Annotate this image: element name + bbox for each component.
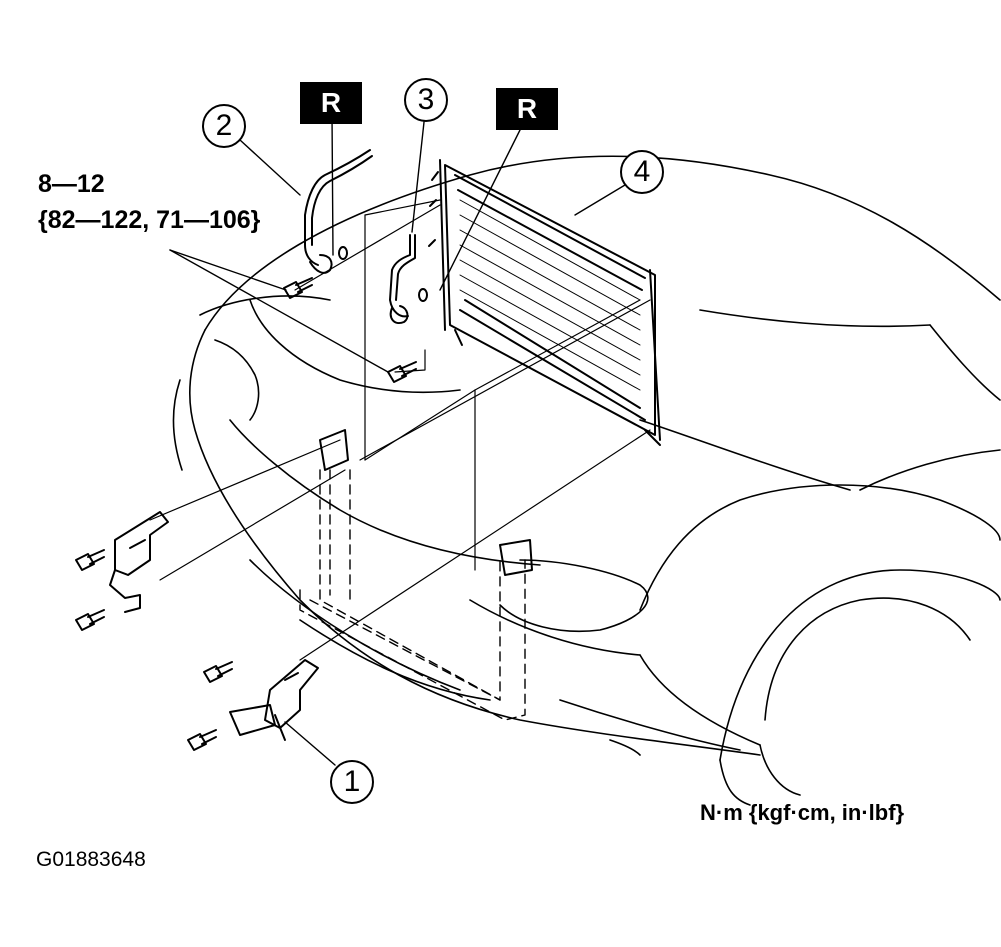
radiator-support-hidden-lines <box>299 469 526 721</box>
callout-4: 4 <box>620 150 664 194</box>
callout-3: 3 <box>404 78 448 122</box>
torque-value-alt-units: {82—122, 71—106} <box>38 206 261 234</box>
o-ring <box>418 288 428 302</box>
condenser-bracket <box>109 511 169 613</box>
figure-id: G01883648 <box>36 848 146 871</box>
vehicle-body-outline <box>172 155 1001 806</box>
bolt <box>187 729 217 751</box>
condenser <box>428 159 661 446</box>
lower-mount-bracket <box>319 429 533 576</box>
callout-leaders <box>169 112 626 766</box>
torque-value-nm: 8—12 <box>38 170 105 198</box>
bolt <box>387 361 417 383</box>
callout-2: 2 <box>202 104 246 148</box>
bolt <box>203 661 233 683</box>
cooler-pipe-3 <box>389 234 416 324</box>
condenser-bracket <box>229 659 319 741</box>
bolt <box>75 549 105 571</box>
callout-1: 1 <box>330 760 374 804</box>
cooler-pipe-2 <box>304 149 373 274</box>
o-ring <box>338 246 348 260</box>
replace-o-ring-marker: R <box>300 82 362 124</box>
replace-o-ring-marker: R <box>496 88 558 130</box>
bolts <box>75 277 417 751</box>
condenser-fins <box>459 199 641 391</box>
torque-units-note: N·m {kgf·cm, in·lbf} <box>700 800 905 825</box>
bolt <box>75 609 105 631</box>
bolt <box>283 277 313 299</box>
